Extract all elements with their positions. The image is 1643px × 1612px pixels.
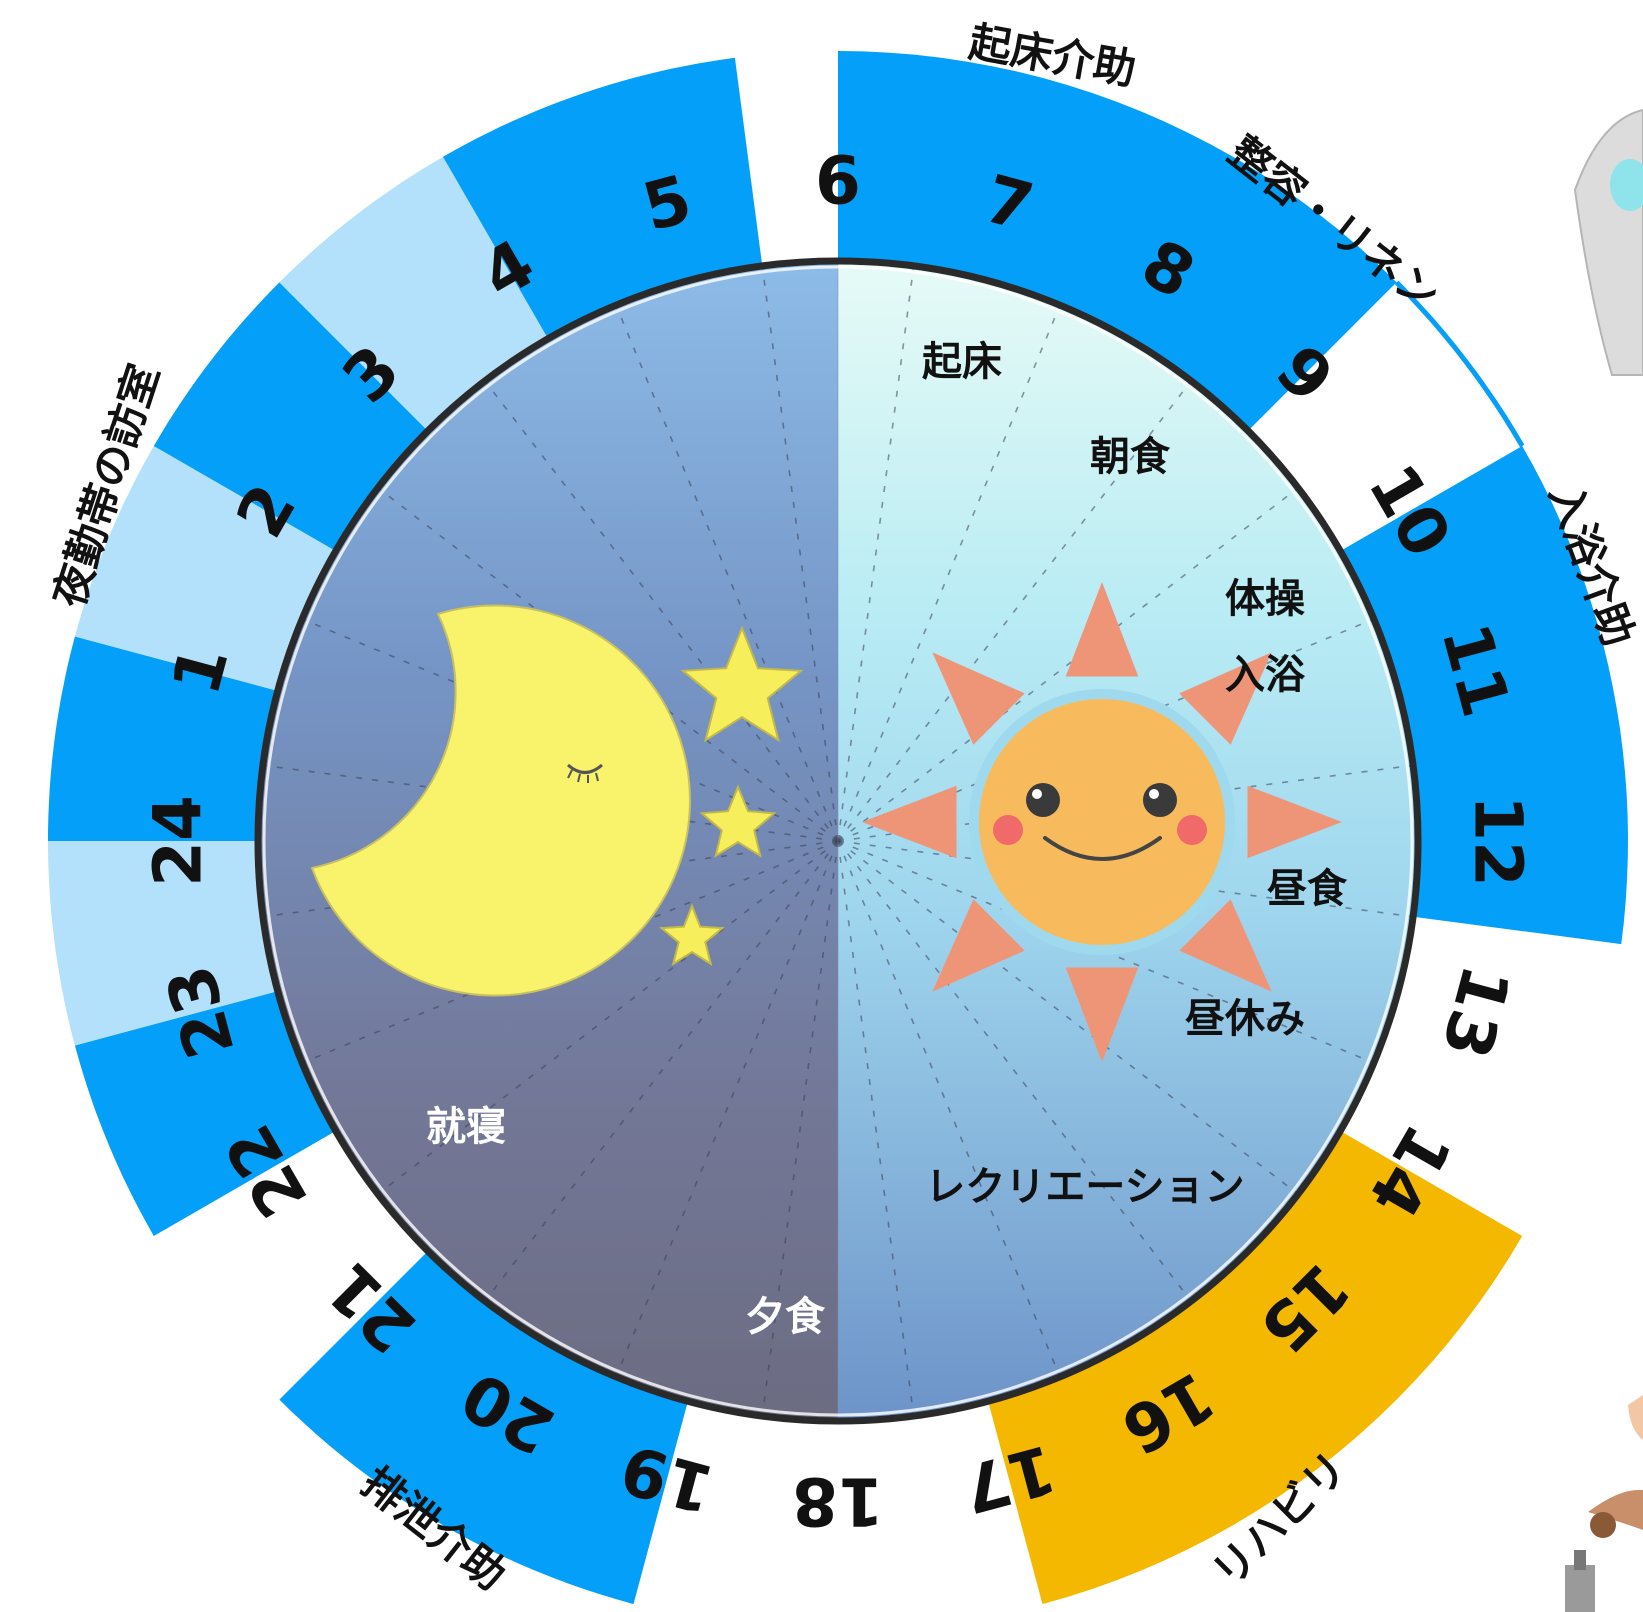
dial-rim xyxy=(254,257,1422,1425)
sun-ray xyxy=(1179,652,1272,745)
ray-line xyxy=(615,304,839,842)
moon-icon xyxy=(310,604,691,997)
ring-segment xyxy=(279,1237,694,1605)
activity-bath: 入浴 xyxy=(1225,652,1306,698)
sun-ray xyxy=(932,652,1025,745)
sun-ray xyxy=(1179,899,1272,992)
grooming-outline xyxy=(1394,280,1525,448)
stars xyxy=(659,625,804,967)
sun-eye-glint xyxy=(1149,789,1159,799)
ray-line xyxy=(761,840,839,1417)
sun-cheek xyxy=(993,815,1023,845)
ray-line xyxy=(837,840,915,1417)
star-icon xyxy=(699,784,777,858)
toilet-image xyxy=(1573,108,1643,376)
sun-eye xyxy=(1143,783,1177,817)
sun-cheek xyxy=(1177,815,1207,845)
sun-ray xyxy=(1065,967,1139,1062)
sun-eye xyxy=(1026,783,1060,817)
ring-segment xyxy=(74,985,354,1236)
hour-number: 13 xyxy=(1426,957,1524,1066)
ray-line xyxy=(484,840,839,1302)
ray-line xyxy=(837,380,1192,842)
hour-number: 18 xyxy=(792,1463,884,1540)
activity-exercise: 体操 xyxy=(1225,576,1305,622)
ray-line xyxy=(837,840,1299,1195)
activity-lunch-break: 昼休み xyxy=(1185,996,1305,1042)
ring-segment xyxy=(982,1121,1523,1605)
sun-smile xyxy=(1043,836,1162,861)
ray-line xyxy=(615,840,839,1378)
ring-segment xyxy=(48,636,298,841)
hour-number: 12 xyxy=(1460,795,1537,887)
hour-number: 6 xyxy=(815,143,861,220)
activity-breakfast: 朝食 xyxy=(1090,434,1171,480)
ray-line xyxy=(377,840,839,1195)
activity-dinner: 夕食 xyxy=(745,1294,826,1340)
star-icon xyxy=(680,625,804,743)
ray-line xyxy=(837,840,1192,1302)
ray-line xyxy=(837,265,915,842)
ring-segment xyxy=(838,51,1397,445)
ray-line xyxy=(837,304,1061,842)
sun-icon xyxy=(862,582,1342,1062)
ray-line xyxy=(837,840,1061,1378)
ring-segment xyxy=(279,156,558,446)
activity-wake: 起床 xyxy=(922,339,1002,385)
star-icon xyxy=(659,903,725,967)
activity-recreation: レクリエーション xyxy=(925,1164,1244,1210)
ring-segment xyxy=(48,841,298,1046)
ray-line xyxy=(837,487,1299,842)
hour-number: 24 xyxy=(140,795,217,887)
sun-ray xyxy=(1247,785,1342,859)
ring-segment xyxy=(153,282,443,561)
ray-line xyxy=(484,380,839,842)
activity-sleep: 就寝 xyxy=(426,1104,506,1150)
sun-eye-glint xyxy=(1032,789,1042,799)
ring-segments xyxy=(48,51,1628,1605)
ray-line xyxy=(761,265,839,842)
activity-lunch: 昼食 xyxy=(1267,866,1348,912)
sun-ray xyxy=(932,899,1025,992)
ring-segment xyxy=(74,446,354,697)
sun-ray xyxy=(862,785,957,859)
rehab-person-image xyxy=(1565,1395,1643,1612)
sun-ray xyxy=(1065,582,1139,677)
dial-rim-inner xyxy=(262,265,1414,1417)
sun-face xyxy=(969,689,1235,955)
ring-segment xyxy=(1234,282,1523,561)
